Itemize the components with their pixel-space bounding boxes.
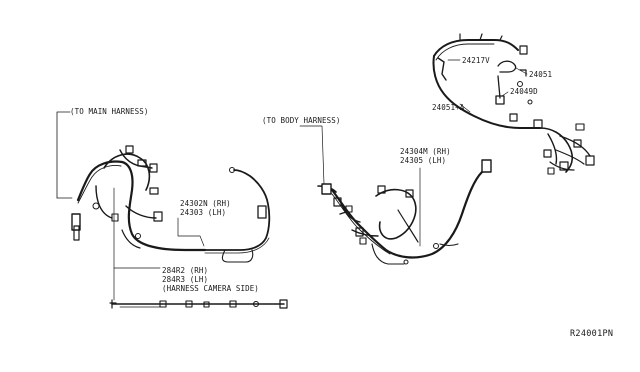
callout-harness-camera-side: (HARNESS CAMERA SIDE): [162, 284, 259, 293]
main-harness-bracket-line: [56, 111, 73, 199]
harness-284r2-284r3: [109, 299, 288, 309]
harness-24304m-24305: [317, 159, 492, 265]
label-24217v: 24217V: [462, 56, 490, 65]
leader-lines-right: [447, 59, 528, 113]
callout-to-main-harness: (TO MAIN HARNESS): [70, 107, 149, 116]
label-24303-lh: 24303 (LH): [180, 208, 227, 217]
label-24051: 24051: [529, 70, 553, 79]
label-284r3-lh: 284R3 (LH): [162, 275, 209, 284]
callout-to-body-harness: (TO BODY HARNESS): [262, 116, 341, 125]
harness-24302n-24303: [71, 145, 271, 263]
label-24304m-rh: 24304M (RH): [400, 147, 451, 156]
label-24049d: 24049D: [510, 87, 538, 96]
label-24302n-rh: 24302N (RH): [180, 199, 231, 208]
label-24051-a: 24051+A: [432, 103, 465, 112]
label-24305-lh: 24305 (LH): [400, 156, 447, 165]
harness-24051-assembly: [432, 33, 595, 175]
label-284r2-rh: 284R2 (RH): [162, 266, 209, 275]
diagram-reference-code: R24001PN: [570, 329, 614, 339]
leader-lines-left: [113, 187, 205, 301]
leader-lines-middle: [299, 125, 421, 247]
